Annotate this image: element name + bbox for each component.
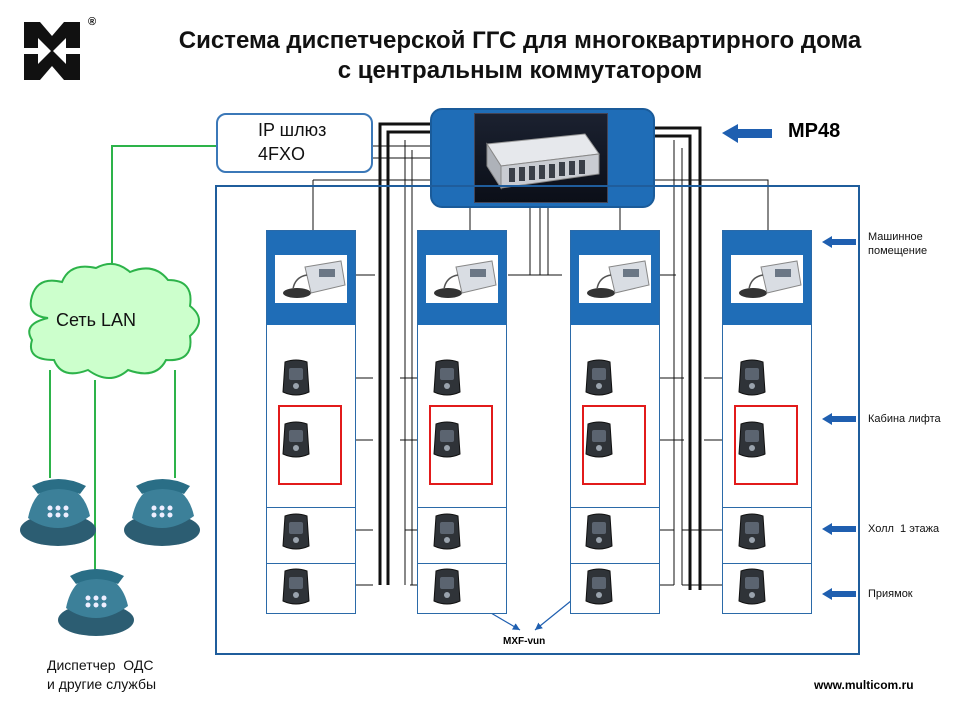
intercom-panel-icon bbox=[585, 568, 613, 605]
building-outline bbox=[215, 185, 860, 655]
ip-gateway-line-2: 4FXO bbox=[258, 144, 306, 164]
intercom-panel-icon bbox=[433, 421, 461, 458]
riser-head bbox=[571, 231, 659, 325]
lift-cabin-highlight bbox=[429, 405, 493, 485]
desk-phone-icon bbox=[426, 255, 498, 303]
title-line-2: с центральным коммутатором bbox=[337, 57, 703, 84]
intercom-panel-icon bbox=[282, 421, 310, 458]
intercom-panel-icon bbox=[433, 513, 461, 550]
lift-cabin-highlight bbox=[582, 405, 646, 485]
zone-label-machine-room-line-1: Машинное bbox=[868, 231, 923, 243]
lan-cloud-label: Сеть LAN bbox=[56, 310, 137, 330]
dispatcher-phone-icon bbox=[20, 479, 96, 546]
lift-cabin-highlight bbox=[278, 405, 342, 485]
intercom-panel-icon bbox=[738, 513, 766, 550]
intercom-panel-icon bbox=[585, 359, 613, 396]
zone-label-hall: Холл 1 этажа bbox=[868, 523, 940, 535]
riser-2 bbox=[417, 230, 507, 614]
rack-unit-icon bbox=[486, 133, 600, 190]
intercom-panel-icon bbox=[738, 421, 766, 458]
riser-head bbox=[267, 231, 355, 325]
intercom-panel-icon bbox=[282, 513, 310, 550]
intercom-panel-icon bbox=[738, 359, 766, 396]
ip-gateway-label: IP шлюз 4FXO bbox=[258, 118, 326, 166]
bus-cables bbox=[378, 122, 702, 590]
intercom-model-label: MXF-vun bbox=[503, 636, 546, 647]
desk-phone-icon bbox=[731, 255, 803, 303]
riser-head bbox=[418, 231, 506, 325]
ip-gateway-box bbox=[216, 113, 373, 173]
intercom-panel-icon bbox=[282, 359, 310, 396]
intercom-panel-icon bbox=[585, 421, 613, 458]
title-line-1: Система диспетчерской ГГС для многокварт… bbox=[178, 27, 862, 54]
intercom-panel-icon bbox=[282, 568, 310, 605]
intercom-panel-icon bbox=[433, 568, 461, 605]
dispatcher-phone-icon bbox=[58, 569, 134, 636]
zone-label-machine-room: Машинное помещение bbox=[868, 230, 927, 258]
zone-label-machine-room-line-2: помещение bbox=[868, 245, 928, 257]
zone-arrows bbox=[722, 124, 856, 600]
zone-label-lift-cabin: Кабина лифта bbox=[868, 413, 941, 425]
dispatcher-phone-icon bbox=[124, 479, 200, 546]
lan-cloud bbox=[28, 262, 200, 379]
dispatcher-label: Диспетчер ОДС и другие службы bbox=[47, 656, 156, 694]
zone-label-pit: Приямок bbox=[868, 588, 913, 600]
desk-phone-icon bbox=[579, 255, 651, 303]
desk-phone-icon bbox=[275, 255, 347, 303]
dispatcher-label-line-1: Диспетчер ОДС bbox=[47, 657, 154, 673]
switch-hardware-image bbox=[474, 113, 608, 203]
lift-cabin-highlight bbox=[734, 405, 798, 485]
ip-gateway-line-1: IP шлюз bbox=[258, 120, 327, 140]
diagram-title: Система диспетчерской ГГС для многокварт… bbox=[100, 26, 940, 86]
dispatcher-label-line-2: и другие службы bbox=[47, 676, 157, 692]
lan-links bbox=[49, 145, 216, 585]
multicom-logo bbox=[24, 22, 80, 80]
switch-model-label: MP48 bbox=[788, 120, 841, 142]
intercom-panel-icon bbox=[585, 513, 613, 550]
riser-head bbox=[723, 231, 811, 325]
intercom-panel-icon bbox=[433, 359, 461, 396]
intercom-panel-icon bbox=[738, 568, 766, 605]
registered-mark: ® bbox=[88, 16, 97, 28]
riser-3 bbox=[570, 230, 660, 614]
website-link[interactable]: www.multicom.ru bbox=[814, 678, 914, 692]
